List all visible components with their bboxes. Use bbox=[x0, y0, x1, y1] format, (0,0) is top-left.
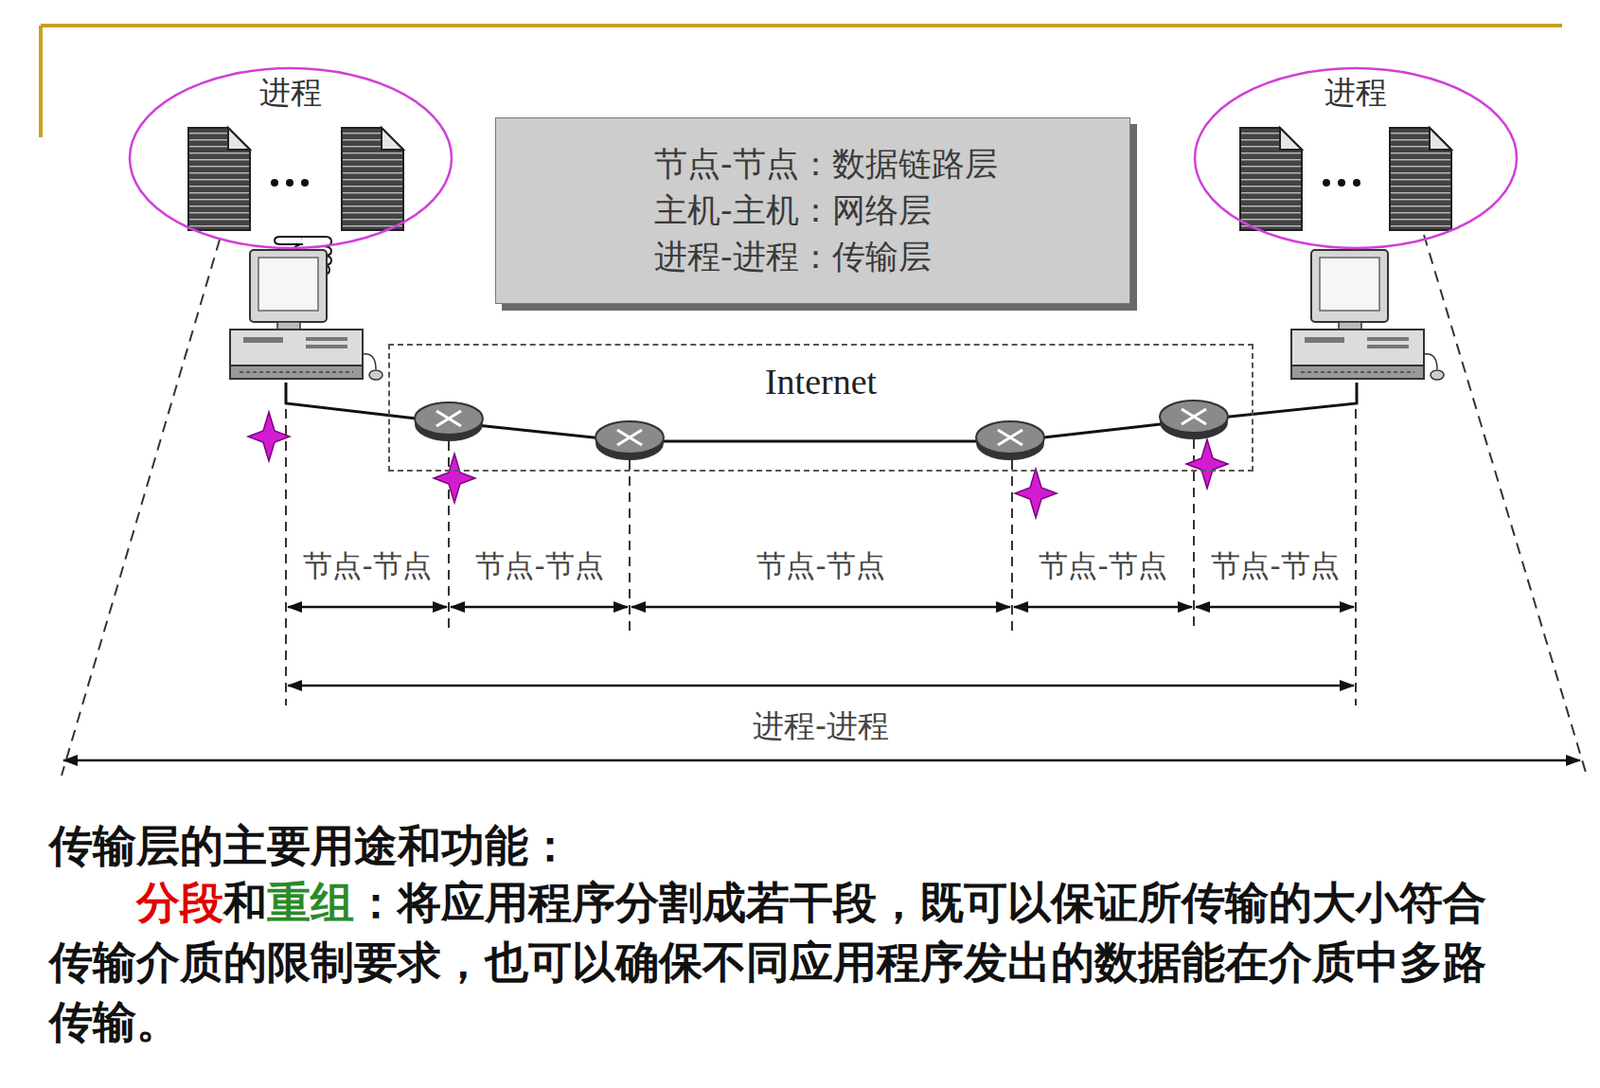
layer-box: 节点-节点：数据链路层主机-主机：网络层进程-进程：传输层 bbox=[495, 117, 1131, 304]
layer-text: 节点-节点：数据链路层 bbox=[654, 141, 1111, 188]
internet-region: Internet bbox=[388, 343, 1254, 472]
paragraph: 分段和重组：将应用程序分割成若干段，既可以保证所传输的大小符合传输介质的限制要求… bbox=[49, 872, 1508, 1052]
hop-label: 节点-节点 bbox=[1208, 548, 1342, 583]
layer-text: 主机-主机：网络层 bbox=[654, 187, 1111, 234]
hop-label: 节点-节点 bbox=[753, 548, 888, 583]
span-label: 进程-进程 bbox=[749, 709, 892, 744]
process-label: 进程 bbox=[1324, 73, 1387, 112]
region-label: Internet bbox=[764, 360, 877, 403]
ellipse-outline bbox=[1194, 68, 1517, 249]
hop-label: 节点-节点 bbox=[300, 548, 434, 583]
process-ellipse: 进程 bbox=[1192, 66, 1519, 250]
process-ellipse: 进程 bbox=[127, 66, 454, 250]
key-term: 分段 bbox=[136, 876, 224, 928]
key-term: 重组 bbox=[266, 876, 355, 928]
hop-label: 节点-节点 bbox=[472, 548, 606, 583]
notes: 传输层的主要用途和功能：分段和重组：将应用程序分割成若干段，既可以保证所传输的大… bbox=[49, 817, 1527, 1052]
layer-text: 进程-进程：传输层 bbox=[654, 233, 1111, 281]
process-label: 进程 bbox=[259, 73, 322, 112]
section-heading: 传输层的主要用途和功能： bbox=[49, 817, 1527, 873]
body-text: 和 bbox=[223, 876, 267, 928]
ellipse-outline bbox=[129, 68, 452, 249]
hop-label: 节点-节点 bbox=[1035, 548, 1170, 583]
